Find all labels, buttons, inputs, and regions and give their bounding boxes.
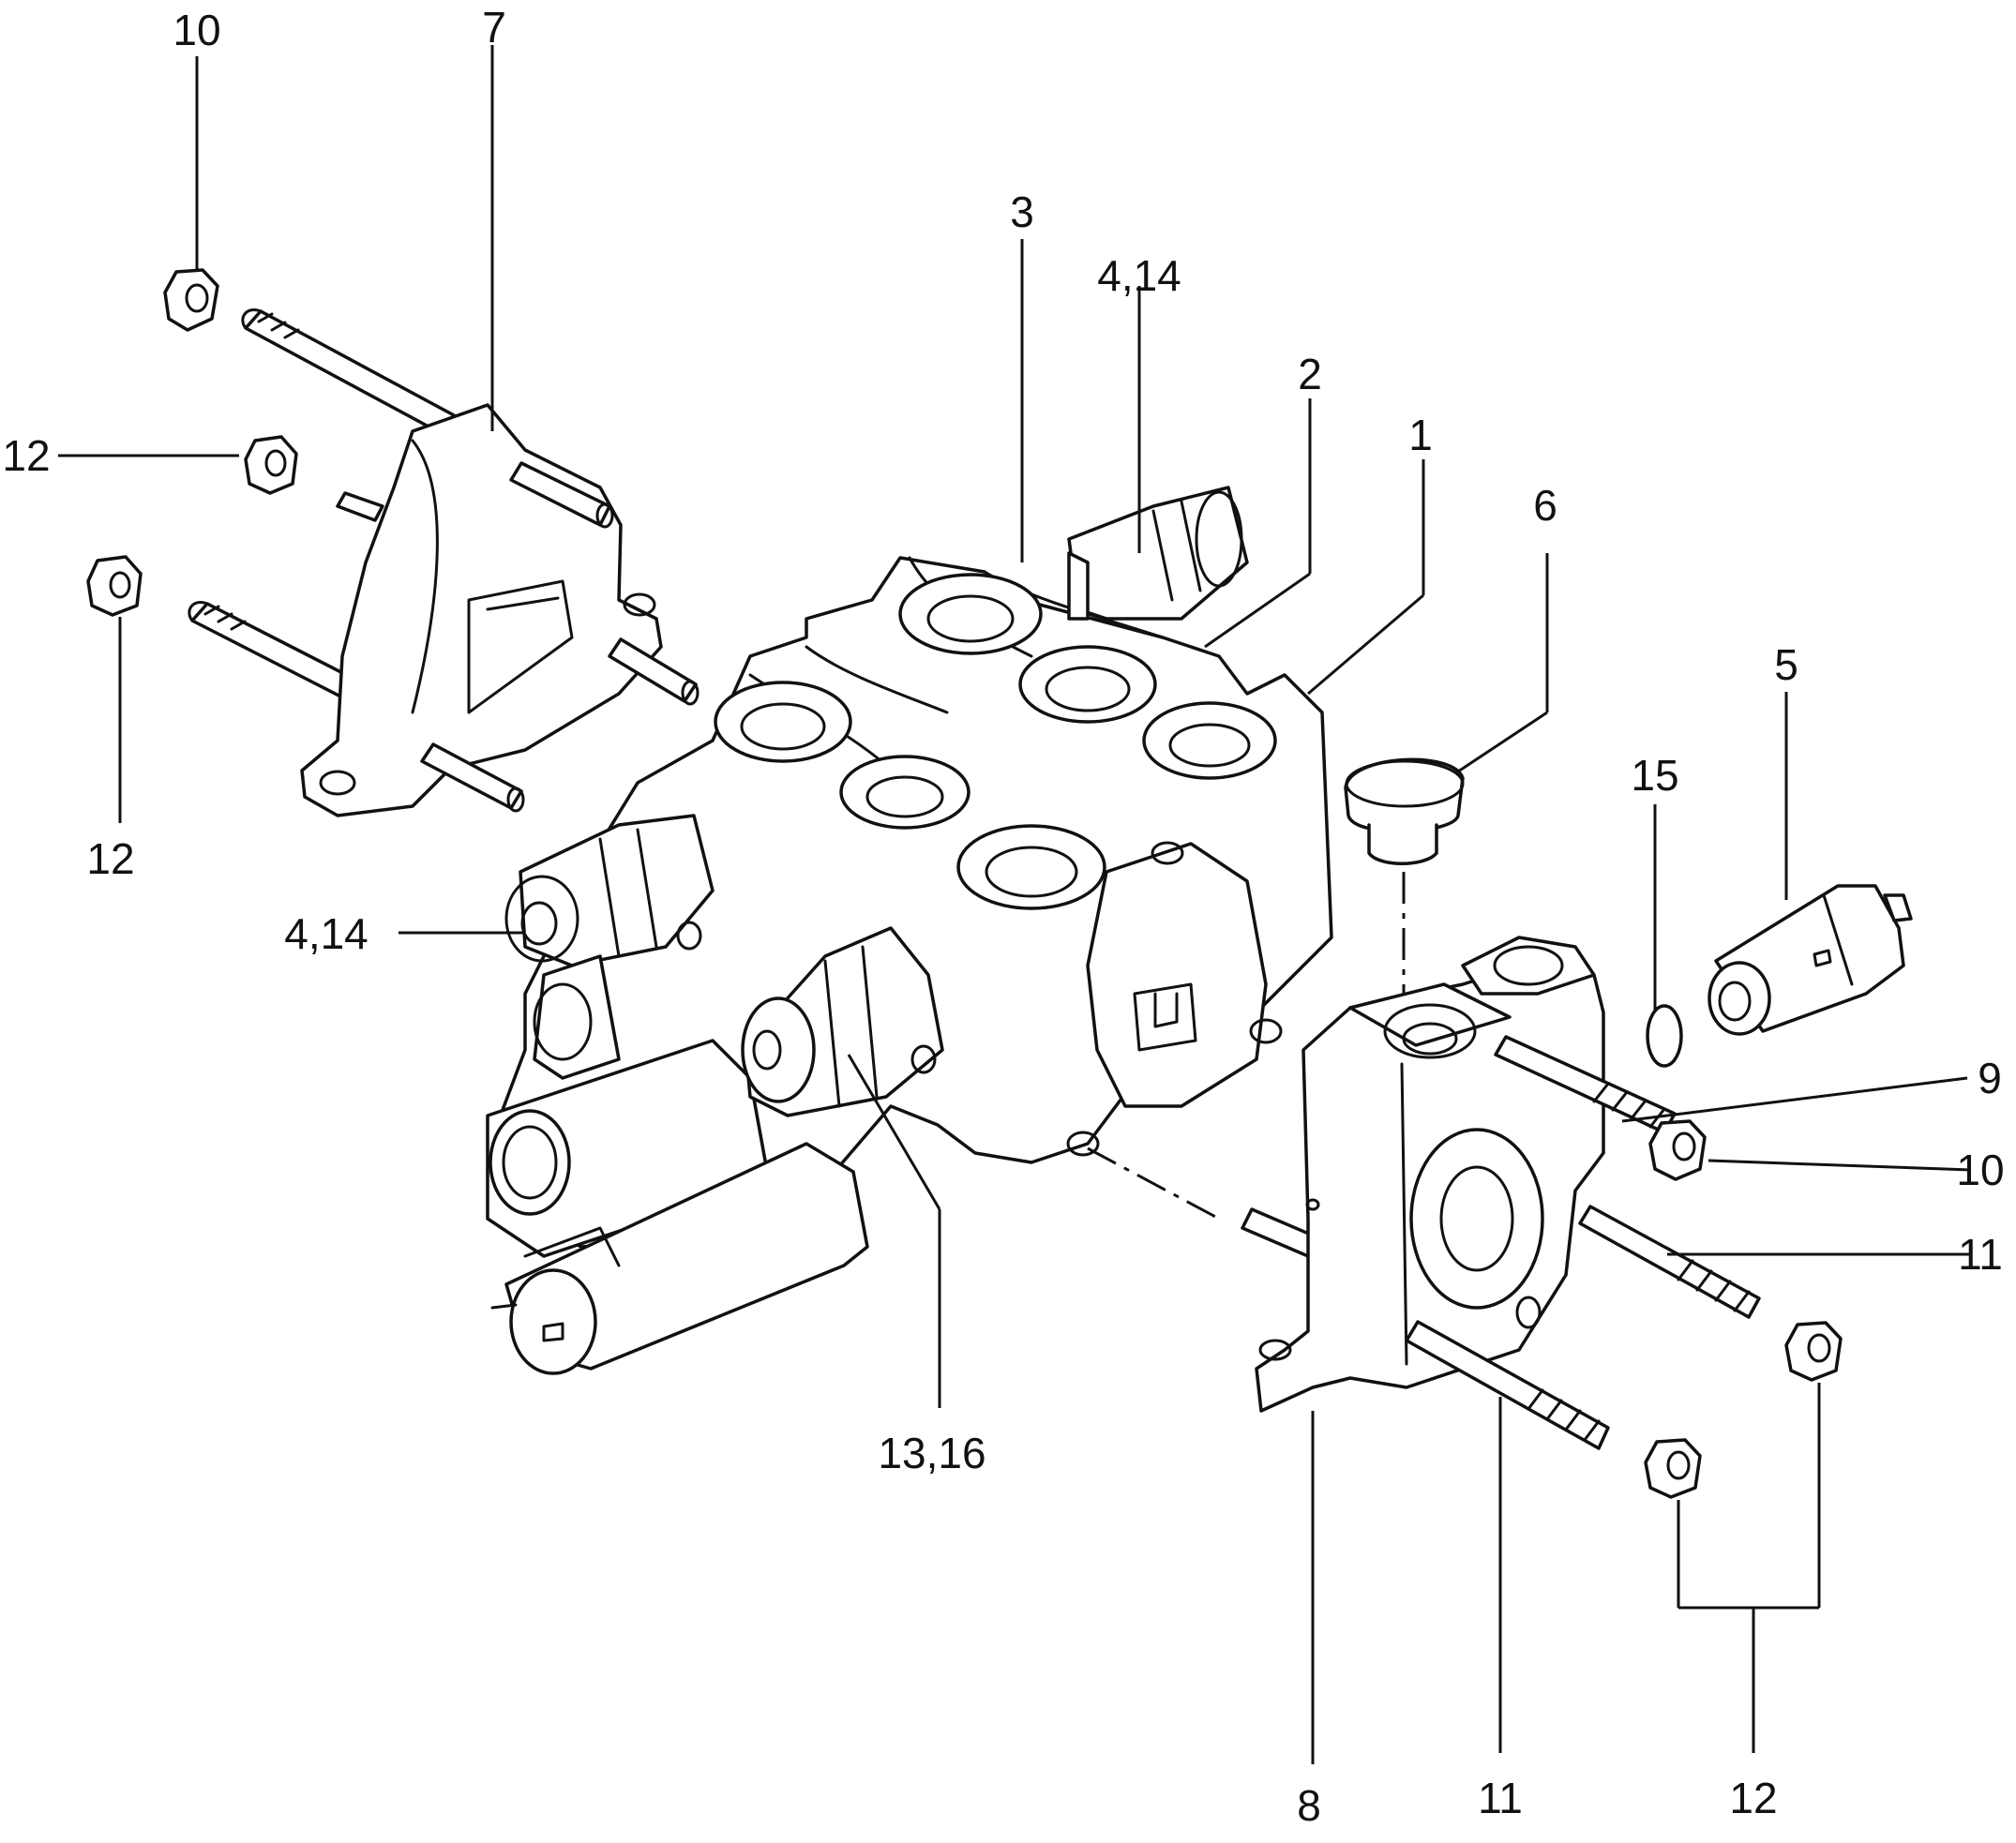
plug-part-6: [1344, 757, 1465, 865]
dowel-pin: [1241, 1207, 1319, 1258]
callout-5: 5: [1774, 640, 1798, 689]
callout-4-14-left: 4,14: [284, 909, 369, 958]
callout-7: 7: [482, 3, 506, 52]
callout-15: 15: [1631, 751, 1678, 800]
callout-12-left: 12: [2, 431, 50, 480]
callout-11-bottom: 11: [1478, 1774, 1523, 1822]
solenoid-part-5: [1708, 884, 1913, 1036]
callout-13-16: 13,16: [878, 1429, 985, 1477]
nut-part-10-right: [1648, 1119, 1707, 1181]
callout-1: 1: [1408, 411, 1433, 459]
callout-8: 8: [1297, 1781, 1321, 1830]
assembly-axis-line: [1087, 1146, 1220, 1221]
callout-12-lower-left: 12: [86, 834, 134, 883]
stud-part-11-right: [1578, 1205, 1761, 1319]
callout-11-right: 11: [1958, 1230, 2003, 1279]
callout-10-top: 10: [173, 6, 220, 54]
callout-10-right: 10: [1956, 1146, 2004, 1194]
o-ring-part-15: [1646, 1004, 1683, 1068]
nut-part-12-bottom-right: [1784, 1321, 1843, 1382]
leader-lines: [58, 45, 1972, 1764]
callout-3: 3: [1010, 187, 1034, 236]
callout-6: 6: [1533, 481, 1557, 530]
nut-part-12-lower-left: [86, 555, 143, 617]
end-plate-part-7: [188, 308, 700, 817]
end-section-part-8: [1255, 936, 1605, 1413]
stud-part-11-bottom: [1405, 1320, 1610, 1450]
nut-part-12-left: [244, 435, 298, 495]
callout-12-bottom: 12: [1729, 1774, 1777, 1822]
callout-2: 2: [1298, 350, 1322, 398]
callout-4-14-top: 4,14: [1097, 251, 1181, 300]
valve-body-sections: [486, 486, 1333, 1375]
callout-9: 9: [1978, 1054, 2002, 1102]
nut-part-10-top: [163, 268, 219, 332]
nut-part-12-bottom-left: [1644, 1438, 1702, 1499]
